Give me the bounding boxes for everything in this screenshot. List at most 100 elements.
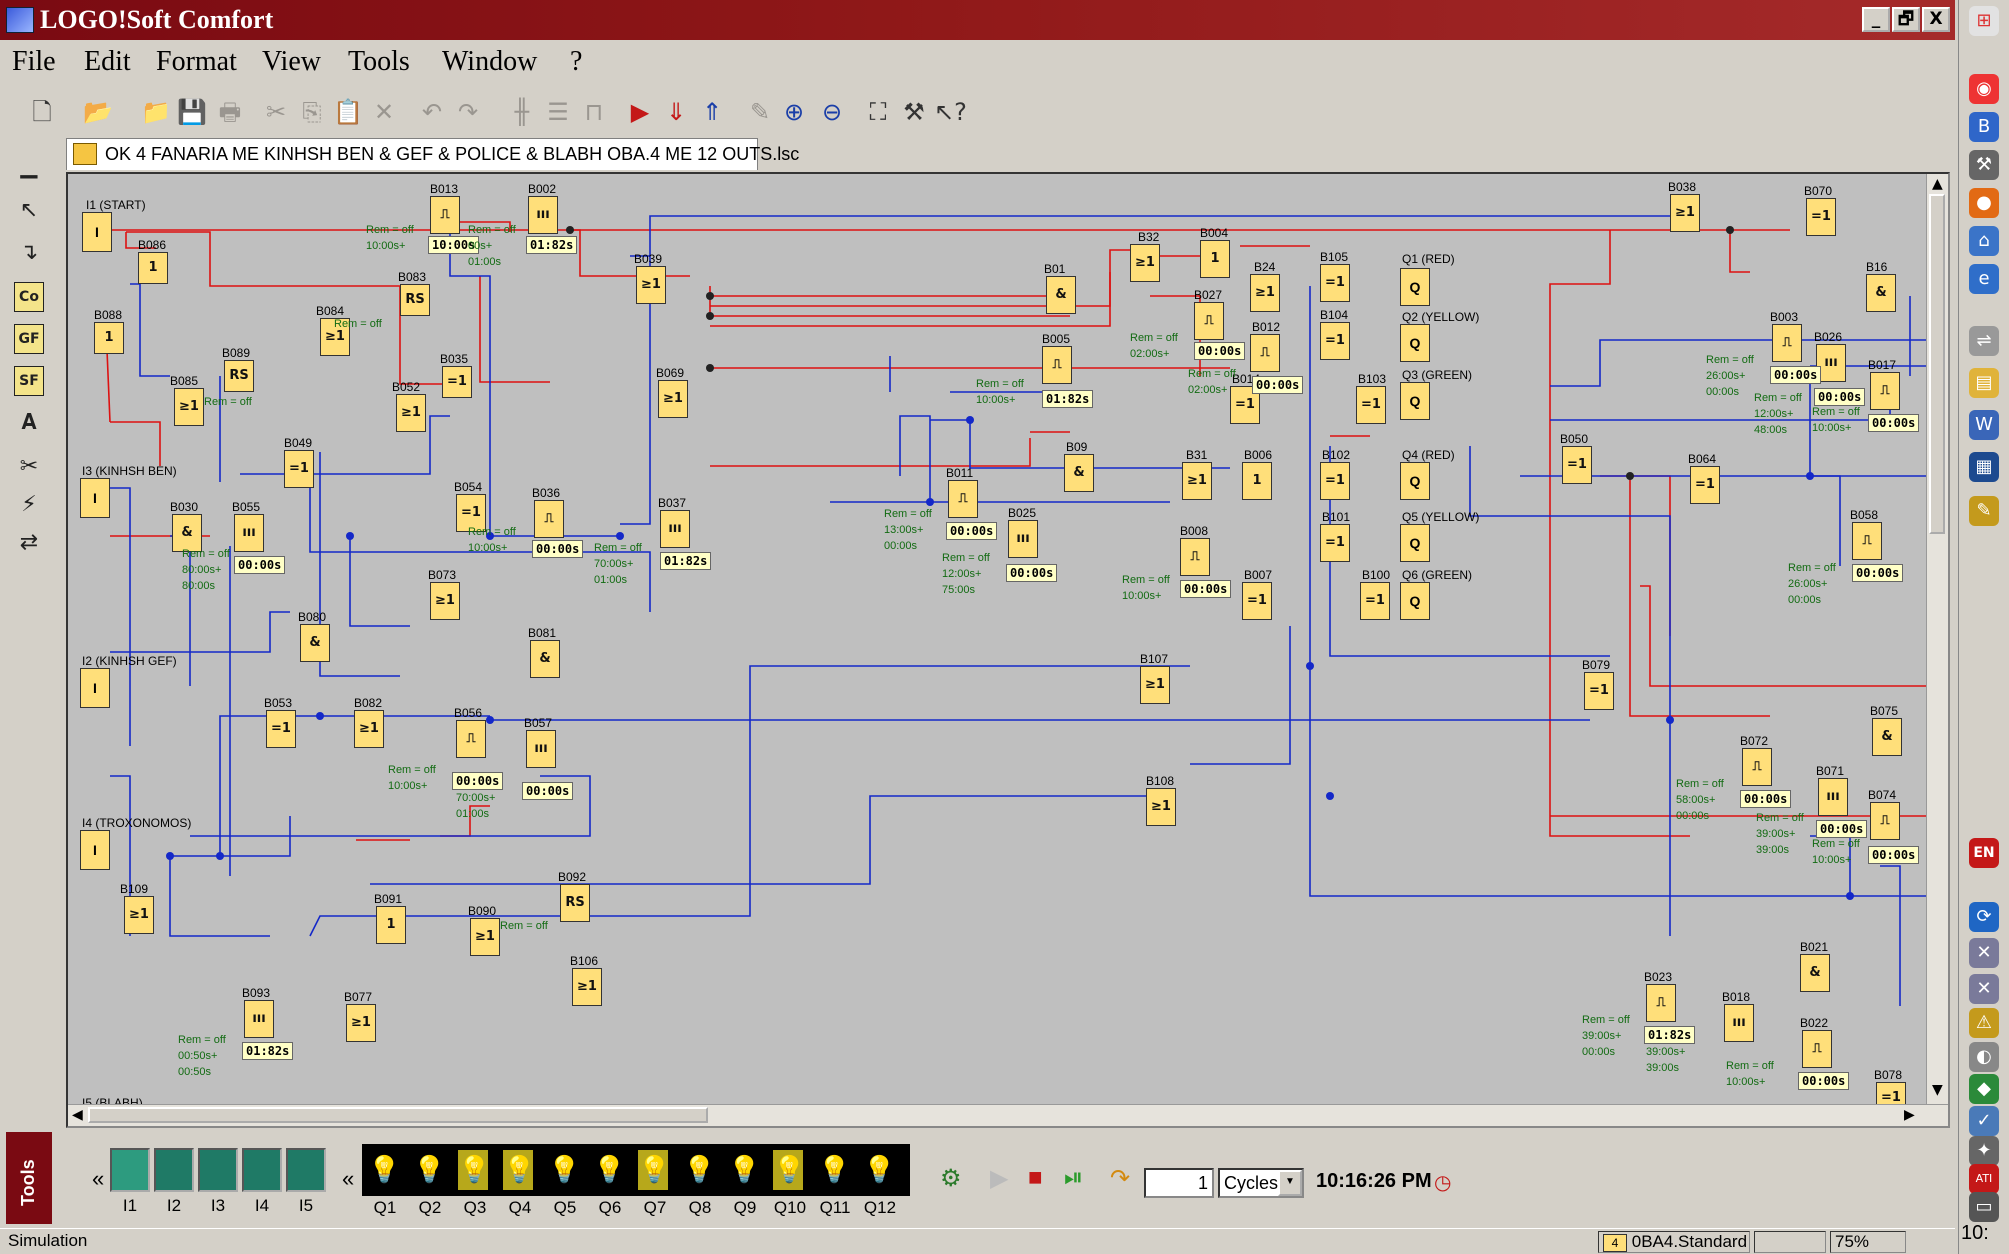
help-pointer-icon[interactable]: ↖? — [934, 98, 967, 126]
zoom-out-icon[interactable]: ⊖ — [821, 98, 843, 126]
function-block[interactable]: =1 — [442, 366, 472, 398]
switch-i3[interactable] — [198, 1148, 238, 1192]
function-block[interactable]: =1 — [1876, 1082, 1906, 1104]
function-block[interactable]: & — [1046, 276, 1076, 314]
scroll-right-icon[interactable]: ▶ — [1904, 1107, 1915, 1123]
tray-green-icon[interactable]: ◆ — [1969, 1074, 1999, 1104]
function-block[interactable]: ≥1 — [1130, 244, 1160, 282]
function-block[interactable]: ııı — [1816, 344, 1846, 382]
word-icon[interactable]: W — [1969, 410, 1999, 440]
function-block[interactable]: ⎍ — [1870, 372, 1900, 410]
menu-window[interactable]: Window — [442, 46, 538, 77]
function-block[interactable]: & — [530, 640, 560, 678]
output-block-q1[interactable]: Q — [1400, 268, 1430, 306]
output-block-q3[interactable]: Q — [1400, 382, 1430, 420]
function-block[interactable]: 1 — [138, 252, 168, 284]
function-block[interactable]: ⎍ — [1772, 324, 1802, 362]
function-block[interactable]: 1 — [94, 322, 124, 354]
firefox-icon[interactable]: ● — [1969, 188, 1999, 218]
function-block[interactable]: =1 — [1242, 582, 1272, 620]
function-block[interactable]: ⎍ — [1194, 302, 1224, 340]
function-block[interactable]: ⎍ — [1870, 802, 1900, 840]
undo-icon[interactable]: ↶ — [421, 98, 443, 126]
volume-icon[interactable]: ✕ — [1969, 974, 1999, 1004]
function-block[interactable]: & — [1872, 718, 1902, 756]
horizontal-scrollbar[interactable]: ◀ ▶ — [68, 1104, 1948, 1126]
function-block[interactable]: RS — [224, 360, 254, 392]
function-block[interactable]: ≥1 — [636, 266, 666, 304]
basic-functions-tool-icon[interactable]: GF — [14, 324, 44, 354]
select-tool-icon[interactable]: ↖ — [19, 198, 39, 223]
function-block[interactable]: ≥1 — [1146, 788, 1176, 826]
input-block-i2[interactable]: I — [80, 668, 110, 708]
chevron-down-icon[interactable]: ▼ — [1278, 1170, 1302, 1196]
function-block[interactable]: =1 — [1320, 264, 1350, 302]
vertical-scrollbar[interactable]: ▲ ▼ — [1926, 174, 1948, 1104]
input-block-i1[interactable]: I — [82, 212, 112, 252]
tray-monitor-icon[interactable]: ▭ — [1969, 1192, 1999, 1222]
output-block-q4[interactable]: Q — [1400, 462, 1430, 500]
function-block[interactable]: & — [1064, 454, 1094, 492]
tools-strip[interactable]: Tools — [6, 1132, 52, 1224]
minimize-palette-icon[interactable]: ▁ — [20, 154, 38, 179]
function-block[interactable]: =1 — [1360, 582, 1390, 620]
language-indicator[interactable]: EN — [1969, 838, 1999, 868]
function-block[interactable]: ≥1 — [470, 918, 500, 956]
online-test-icon[interactable]: ⇄ — [19, 530, 39, 555]
switch-i2[interactable] — [154, 1148, 194, 1192]
input-block-i4[interactable]: I — [80, 830, 110, 870]
menu-edit[interactable]: Edit — [84, 46, 131, 77]
function-block[interactable]: ııı — [1818, 778, 1848, 816]
function-block[interactable]: =1 — [1320, 462, 1350, 500]
function-block[interactable]: ııı — [1724, 1004, 1754, 1042]
function-block[interactable]: ≥1 — [124, 896, 154, 934]
collapse-inputs-icon[interactable]: « — [92, 1166, 105, 1191]
function-block[interactable]: =1 — [1356, 386, 1386, 424]
function-block[interactable]: =1 — [1320, 322, 1350, 360]
function-block[interactable]: =1 — [1230, 386, 1260, 424]
output-block-q6[interactable]: Q — [1400, 582, 1430, 620]
function-block[interactable]: ≥1 — [1140, 666, 1170, 704]
function-block[interactable]: ≥1 — [1182, 462, 1212, 500]
function-block[interactable]: ≥1 — [658, 380, 688, 418]
special-functions-tool-icon[interactable]: SF — [14, 366, 44, 396]
text-tool-icon[interactable]: 𝐀 — [21, 410, 37, 435]
print-icon[interactable]: 🖶 — [218, 98, 242, 126]
delete-icon[interactable]: ✕ — [373, 98, 395, 126]
function-block[interactable]: ⎍ — [1852, 522, 1882, 560]
menu-file[interactable]: File — [12, 46, 56, 77]
network-icon[interactable]: ⌂ — [1969, 226, 1999, 256]
copy-icon[interactable]: ⎘ — [302, 98, 322, 126]
function-block[interactable]: =1 — [1690, 466, 1720, 504]
function-block[interactable]: 1 — [1200, 240, 1230, 278]
function-block[interactable]: ııı — [526, 730, 556, 768]
sync-icon[interactable]: ⟳ — [1969, 902, 1999, 932]
folder-icon[interactable]: ▤ — [1969, 368, 1999, 398]
save-icon[interactable]: 💾 — [177, 98, 207, 126]
function-block[interactable]: ⎍ — [534, 500, 564, 538]
tray-app-icon[interactable]: ◐ — [1969, 1042, 1999, 1072]
collapse-outputs-icon[interactable]: « — [342, 1166, 355, 1191]
tool-icon[interactable]: ⚒ — [1969, 150, 1999, 180]
function-block[interactable]: ≥1 — [354, 710, 384, 748]
function-block[interactable]: ≥1 — [174, 388, 204, 426]
function-block[interactable]: ııı — [660, 510, 690, 548]
function-block[interactable]: =1 — [1320, 524, 1350, 562]
function-block[interactable]: ⎍ — [948, 480, 978, 518]
function-block[interactable]: ≥1 — [396, 394, 426, 432]
function-block[interactable]: ⎍ — [1042, 346, 1072, 384]
function-block[interactable]: & — [1800, 954, 1830, 992]
security-icon[interactable]: ⚠ — [1969, 1008, 1999, 1038]
redo-icon[interactable]: ↷ — [457, 98, 479, 126]
minimize-button[interactable]: _ — [1862, 7, 1890, 32]
upload-icon[interactable]: ⇑ — [701, 98, 723, 126]
new-file-icon[interactable]: 🗋 — [32, 98, 52, 126]
function-block[interactable]: ≥1 — [430, 582, 460, 620]
paste-icon[interactable]: 📋 — [333, 98, 363, 126]
cycles-input[interactable]: 1 — [1144, 1168, 1214, 1198]
simulation-mode-icon[interactable]: ⚡ — [21, 492, 37, 517]
tray-blue-icon[interactable]: ✓ — [1969, 1106, 1999, 1136]
function-block[interactable]: ııı — [244, 1000, 274, 1038]
align-icon[interactable]: ☰ — [547, 98, 569, 126]
download-icon[interactable]: ⇓ — [665, 98, 687, 126]
